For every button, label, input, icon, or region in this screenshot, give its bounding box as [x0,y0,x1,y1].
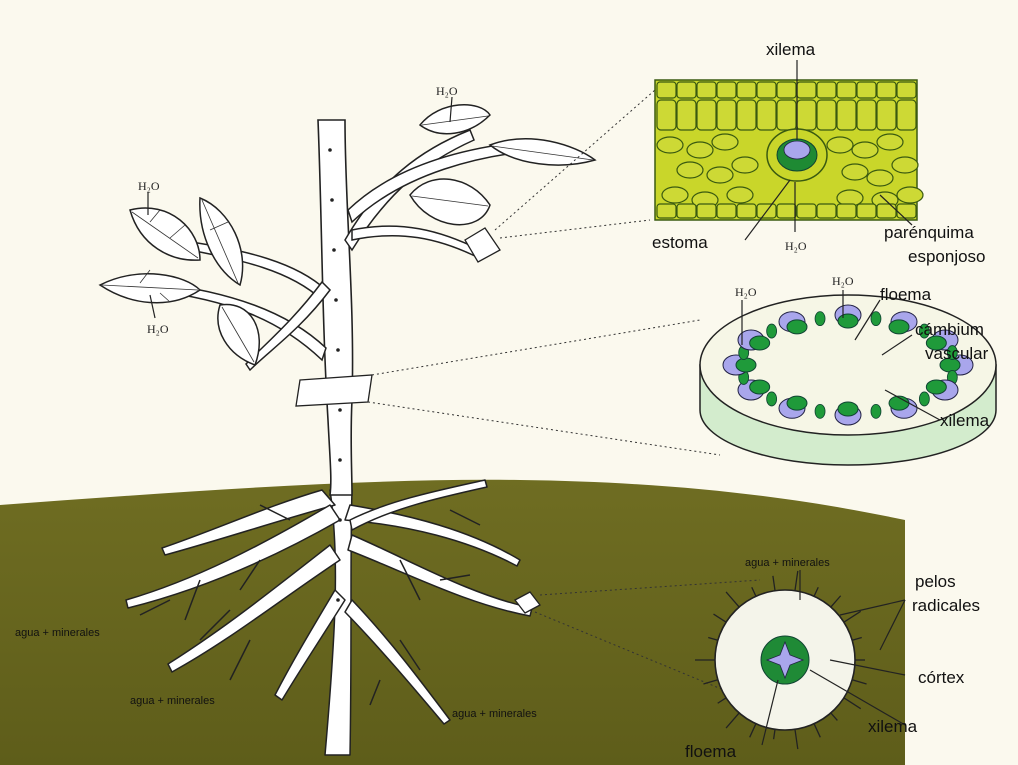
label-xilema-stem: xilema [940,411,990,430]
lower-epidermis-cell [797,204,816,218]
label-xilema-leaf: xilema [766,40,816,59]
spongy-cell [687,142,713,158]
label-xilema-root: xilema [868,717,918,736]
stem-section-marker [296,375,372,406]
spongy-cell [732,157,758,173]
spongy-cell [852,142,878,158]
stem-phloem-bundle [750,380,770,394]
palisade-cell [877,100,896,130]
stem-phloem-bundle [926,380,946,394]
spongy-cell [877,134,903,150]
epidermis-cell [817,82,836,98]
epidermis-cell [677,82,696,98]
spongy-cell [867,170,893,186]
lower-epidermis-cell [737,204,756,218]
label-h2o-stem-1: H₂O [735,285,757,299]
label-cambium: cámbium [915,320,984,339]
palisade-cell [737,100,756,130]
stem-small-bundle [871,404,881,418]
palisade-cell [837,100,856,130]
spongy-cell [727,187,753,203]
label-h2o-leaf-lower: H₂O [147,322,169,336]
epidermis-cell [757,82,776,98]
epidermis-cell [657,82,676,98]
palisade-cell [757,100,776,130]
label-agua-minerales-left: agua + minerales [15,627,100,639]
epidermis-cell [717,82,736,98]
label-h2o-stem-2: H₂O [832,274,854,288]
palisade-cell [657,100,676,130]
stem-small-bundle [919,392,929,406]
stem-phloem-bundle [750,336,770,350]
label-agua-minerales-right: agua + minerales [452,708,537,720]
lower-epidermis-cell [697,204,716,218]
stem-phloem-bundle [838,402,858,416]
palisade-cell [857,100,876,130]
epidermis-cell [897,82,916,98]
spongy-cell [897,187,923,203]
epidermis-cell [797,82,816,98]
lower-epidermis-cell [717,204,736,218]
lower-epidermis-cell [657,204,676,218]
stem [318,120,353,495]
stem-small-bundle [815,312,825,326]
palisade-cell [717,100,736,130]
spongy-cell [707,167,733,183]
lower-epidermis-cell [877,204,896,218]
lower-epidermis-cell [777,204,796,218]
stem-phloem-bundle [889,320,909,334]
spongy-cell [892,157,918,173]
epidermis-cell [777,82,796,98]
spongy-cell [842,164,868,180]
label-estoma: estoma [652,233,708,252]
stem-small-bundle [871,312,881,326]
stem-small-bundle [815,404,825,418]
stem-phloem-bundle [787,320,807,334]
palisade-cell [817,100,836,130]
stem-phloem-bundle [787,396,807,410]
epidermis-cell [737,82,756,98]
spongy-cell [657,137,683,153]
spongy-cell [712,134,738,150]
leaf-section-marker [465,228,500,262]
leaf-cross-section [655,80,923,220]
palisade-cell [897,100,916,130]
spongy-cell [827,137,853,153]
palisade-cell [677,100,696,130]
stem-phloem-bundle [838,314,858,328]
label-agua-minerales-bottom: agua + minerales [130,695,215,707]
label-agua-minerales-root: agua + minerales [745,557,830,569]
lower-epidermis-cell [677,204,696,218]
epidermis-cell [877,82,896,98]
palisade-cell [797,100,816,130]
label-h2o-estoma: H₂O [785,239,807,253]
lower-epidermis-cell [817,204,836,218]
lower-epidermis-cell [897,204,916,218]
stem-phloem-bundle [736,358,756,372]
epidermis-cell [697,82,716,98]
lower-epidermis-cell [857,204,876,218]
label-floema-stem: floema [880,285,932,304]
label-esponjoso: esponjoso [908,247,986,266]
label-floema-root: floema [685,742,737,761]
label-vascular: vascular [925,344,989,363]
palisade-cell [697,100,716,130]
label-radicales: radicales [912,596,980,615]
epidermis-cell [837,82,856,98]
spongy-cell [662,187,688,203]
stem-small-bundle [767,324,777,338]
label-h2o-leaf-top: H₂O [436,84,458,98]
spongy-cell [677,162,703,178]
lower-epidermis-cell [837,204,856,218]
palisade-cell [777,100,796,130]
label-parenquima: parénquima [884,223,974,242]
label-pelos: pelos [915,572,956,591]
stem-small-bundle [767,392,777,406]
label-cortex: córtex [918,668,965,687]
label-h2o-leaf-left: H₂O [138,179,160,193]
epidermis-cell [857,82,876,98]
